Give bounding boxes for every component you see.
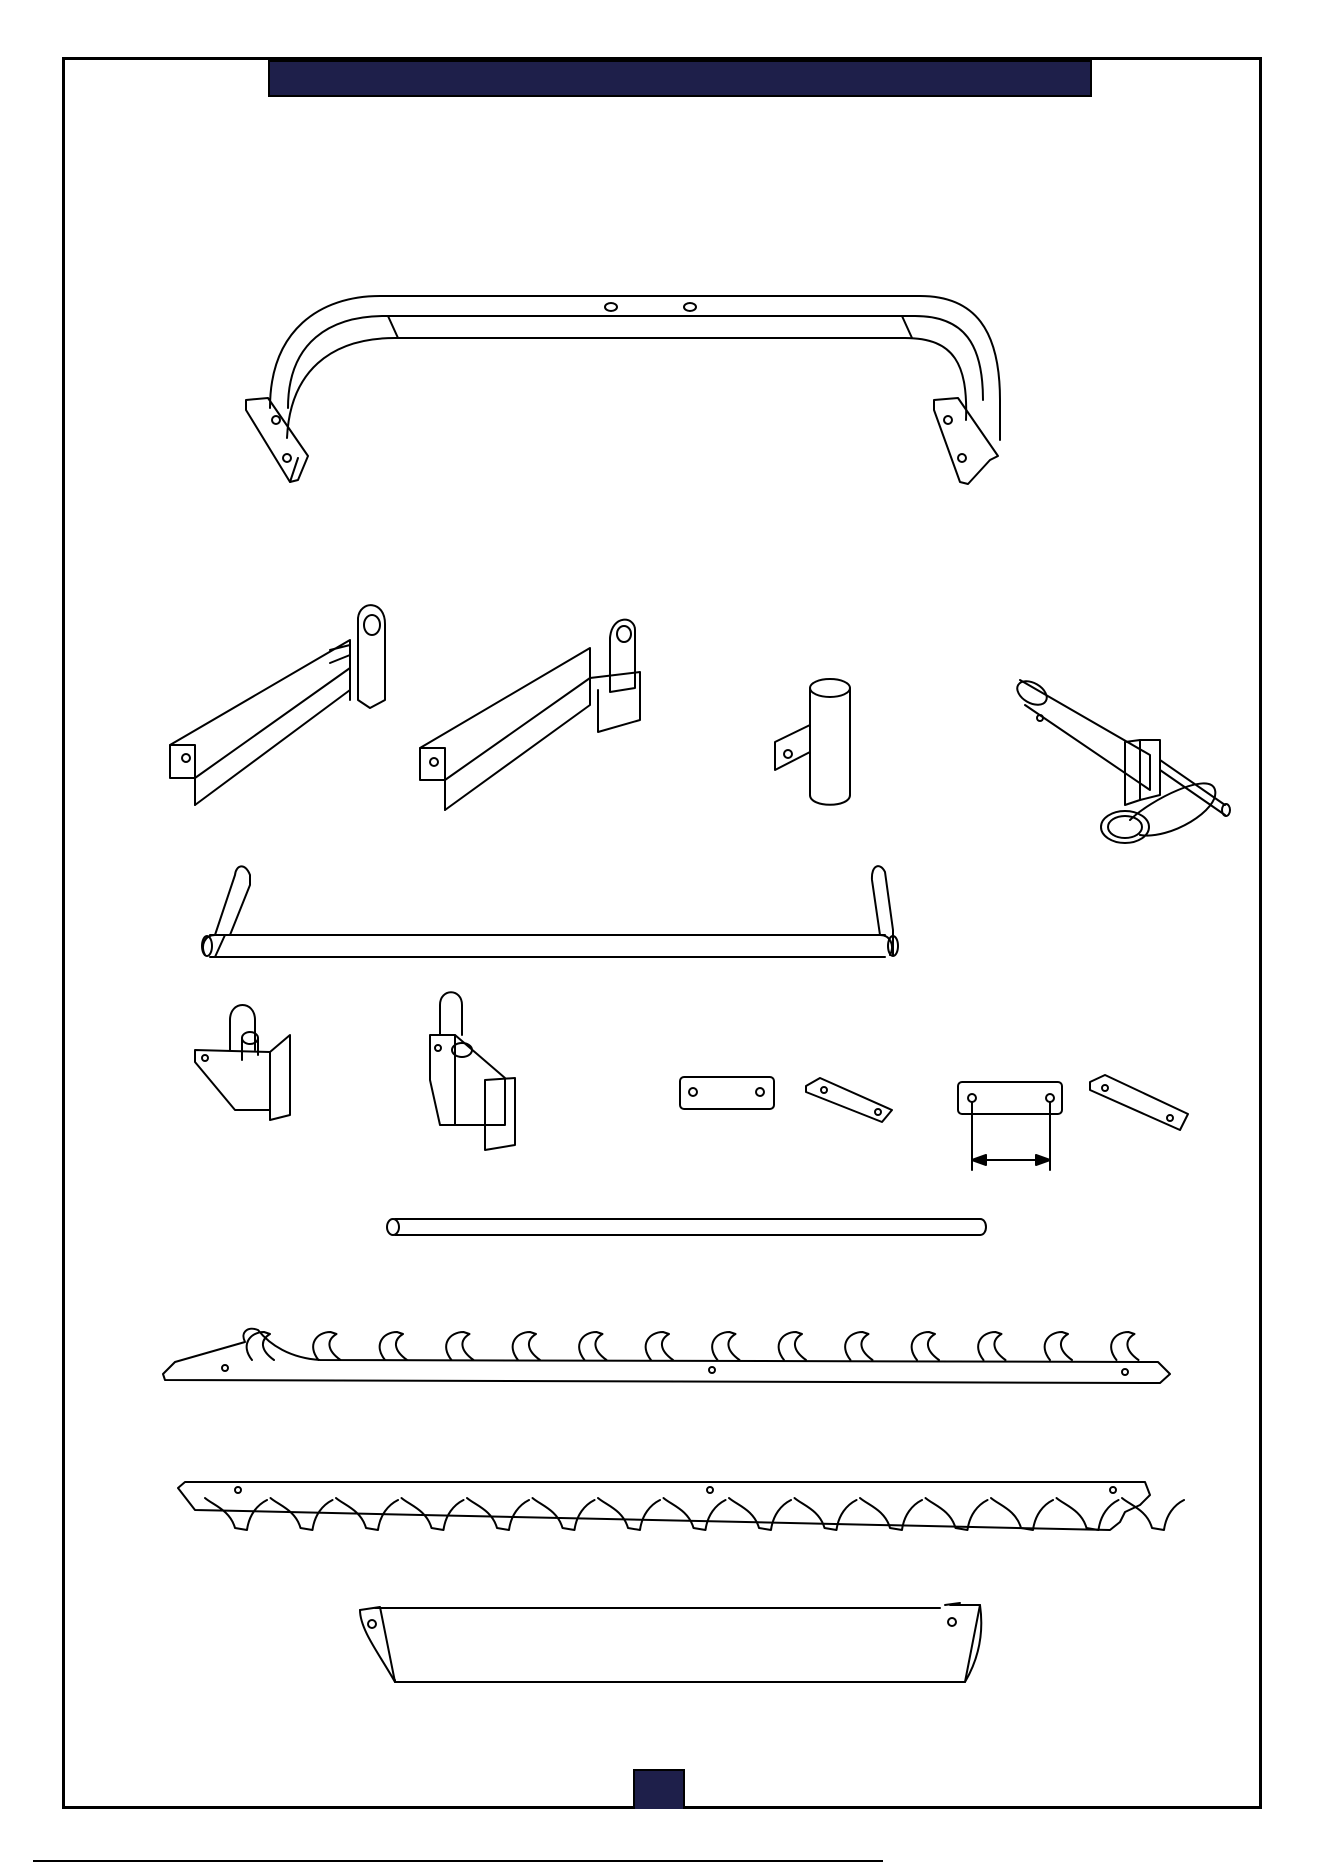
rack-top-tooth [313, 1332, 340, 1360]
part-arm-left [170, 605, 385, 805]
footer-rule [33, 1860, 883, 1862]
rack-top-tooth [779, 1332, 806, 1360]
part-axle-assembly [1013, 676, 1230, 843]
rack-bottom-tooth [729, 1498, 791, 1530]
part-plate-long-front [958, 1082, 1062, 1170]
rack-top-tooth [978, 1332, 1005, 1360]
rack-top-tooth [712, 1332, 739, 1360]
rack-bottom-tooth [991, 1498, 1053, 1530]
rack-top-tooth [912, 1332, 939, 1360]
part-rod [387, 1219, 986, 1235]
rack-top-tooth [247, 1332, 274, 1360]
rack-bottom-tooth [1122, 1498, 1184, 1530]
part-bracket-tall [430, 992, 515, 1150]
part-plate-short-iso [806, 1078, 892, 1122]
part-plate-short-front [680, 1077, 774, 1109]
part-tray [360, 1603, 981, 1682]
rack-bottom-tooth [1057, 1498, 1119, 1530]
part-rack-bottom [178, 1482, 1184, 1530]
rack-top-tooth [513, 1332, 540, 1360]
rack-bottom-tooth [533, 1498, 595, 1530]
page-number-box [633, 1769, 685, 1809]
rack-bottom-tooth [598, 1498, 660, 1530]
part-u-frame [246, 296, 1000, 484]
rack-top-tooth [380, 1332, 407, 1360]
rack-top-tooth [579, 1332, 606, 1360]
rack-bottom-tooth [205, 1498, 267, 1530]
rack-top-tooth [446, 1332, 473, 1360]
part-arm-right [420, 620, 640, 810]
part-rack-top [163, 1329, 1170, 1383]
part-plate-long-iso [1090, 1075, 1188, 1130]
rack-top-tooth [845, 1332, 872, 1360]
part-bracket-small [195, 1005, 290, 1120]
rack-top-tooth [646, 1332, 673, 1360]
rack-top-tooth [1111, 1332, 1138, 1360]
rack-bottom-tooth [271, 1498, 333, 1530]
rack-bottom-tooth [467, 1498, 529, 1530]
rack-top-tooth [1045, 1332, 1072, 1360]
part-hook-bar [202, 866, 898, 957]
part-post-tube [775, 679, 850, 805]
rack-bottom-tooth [664, 1498, 726, 1530]
